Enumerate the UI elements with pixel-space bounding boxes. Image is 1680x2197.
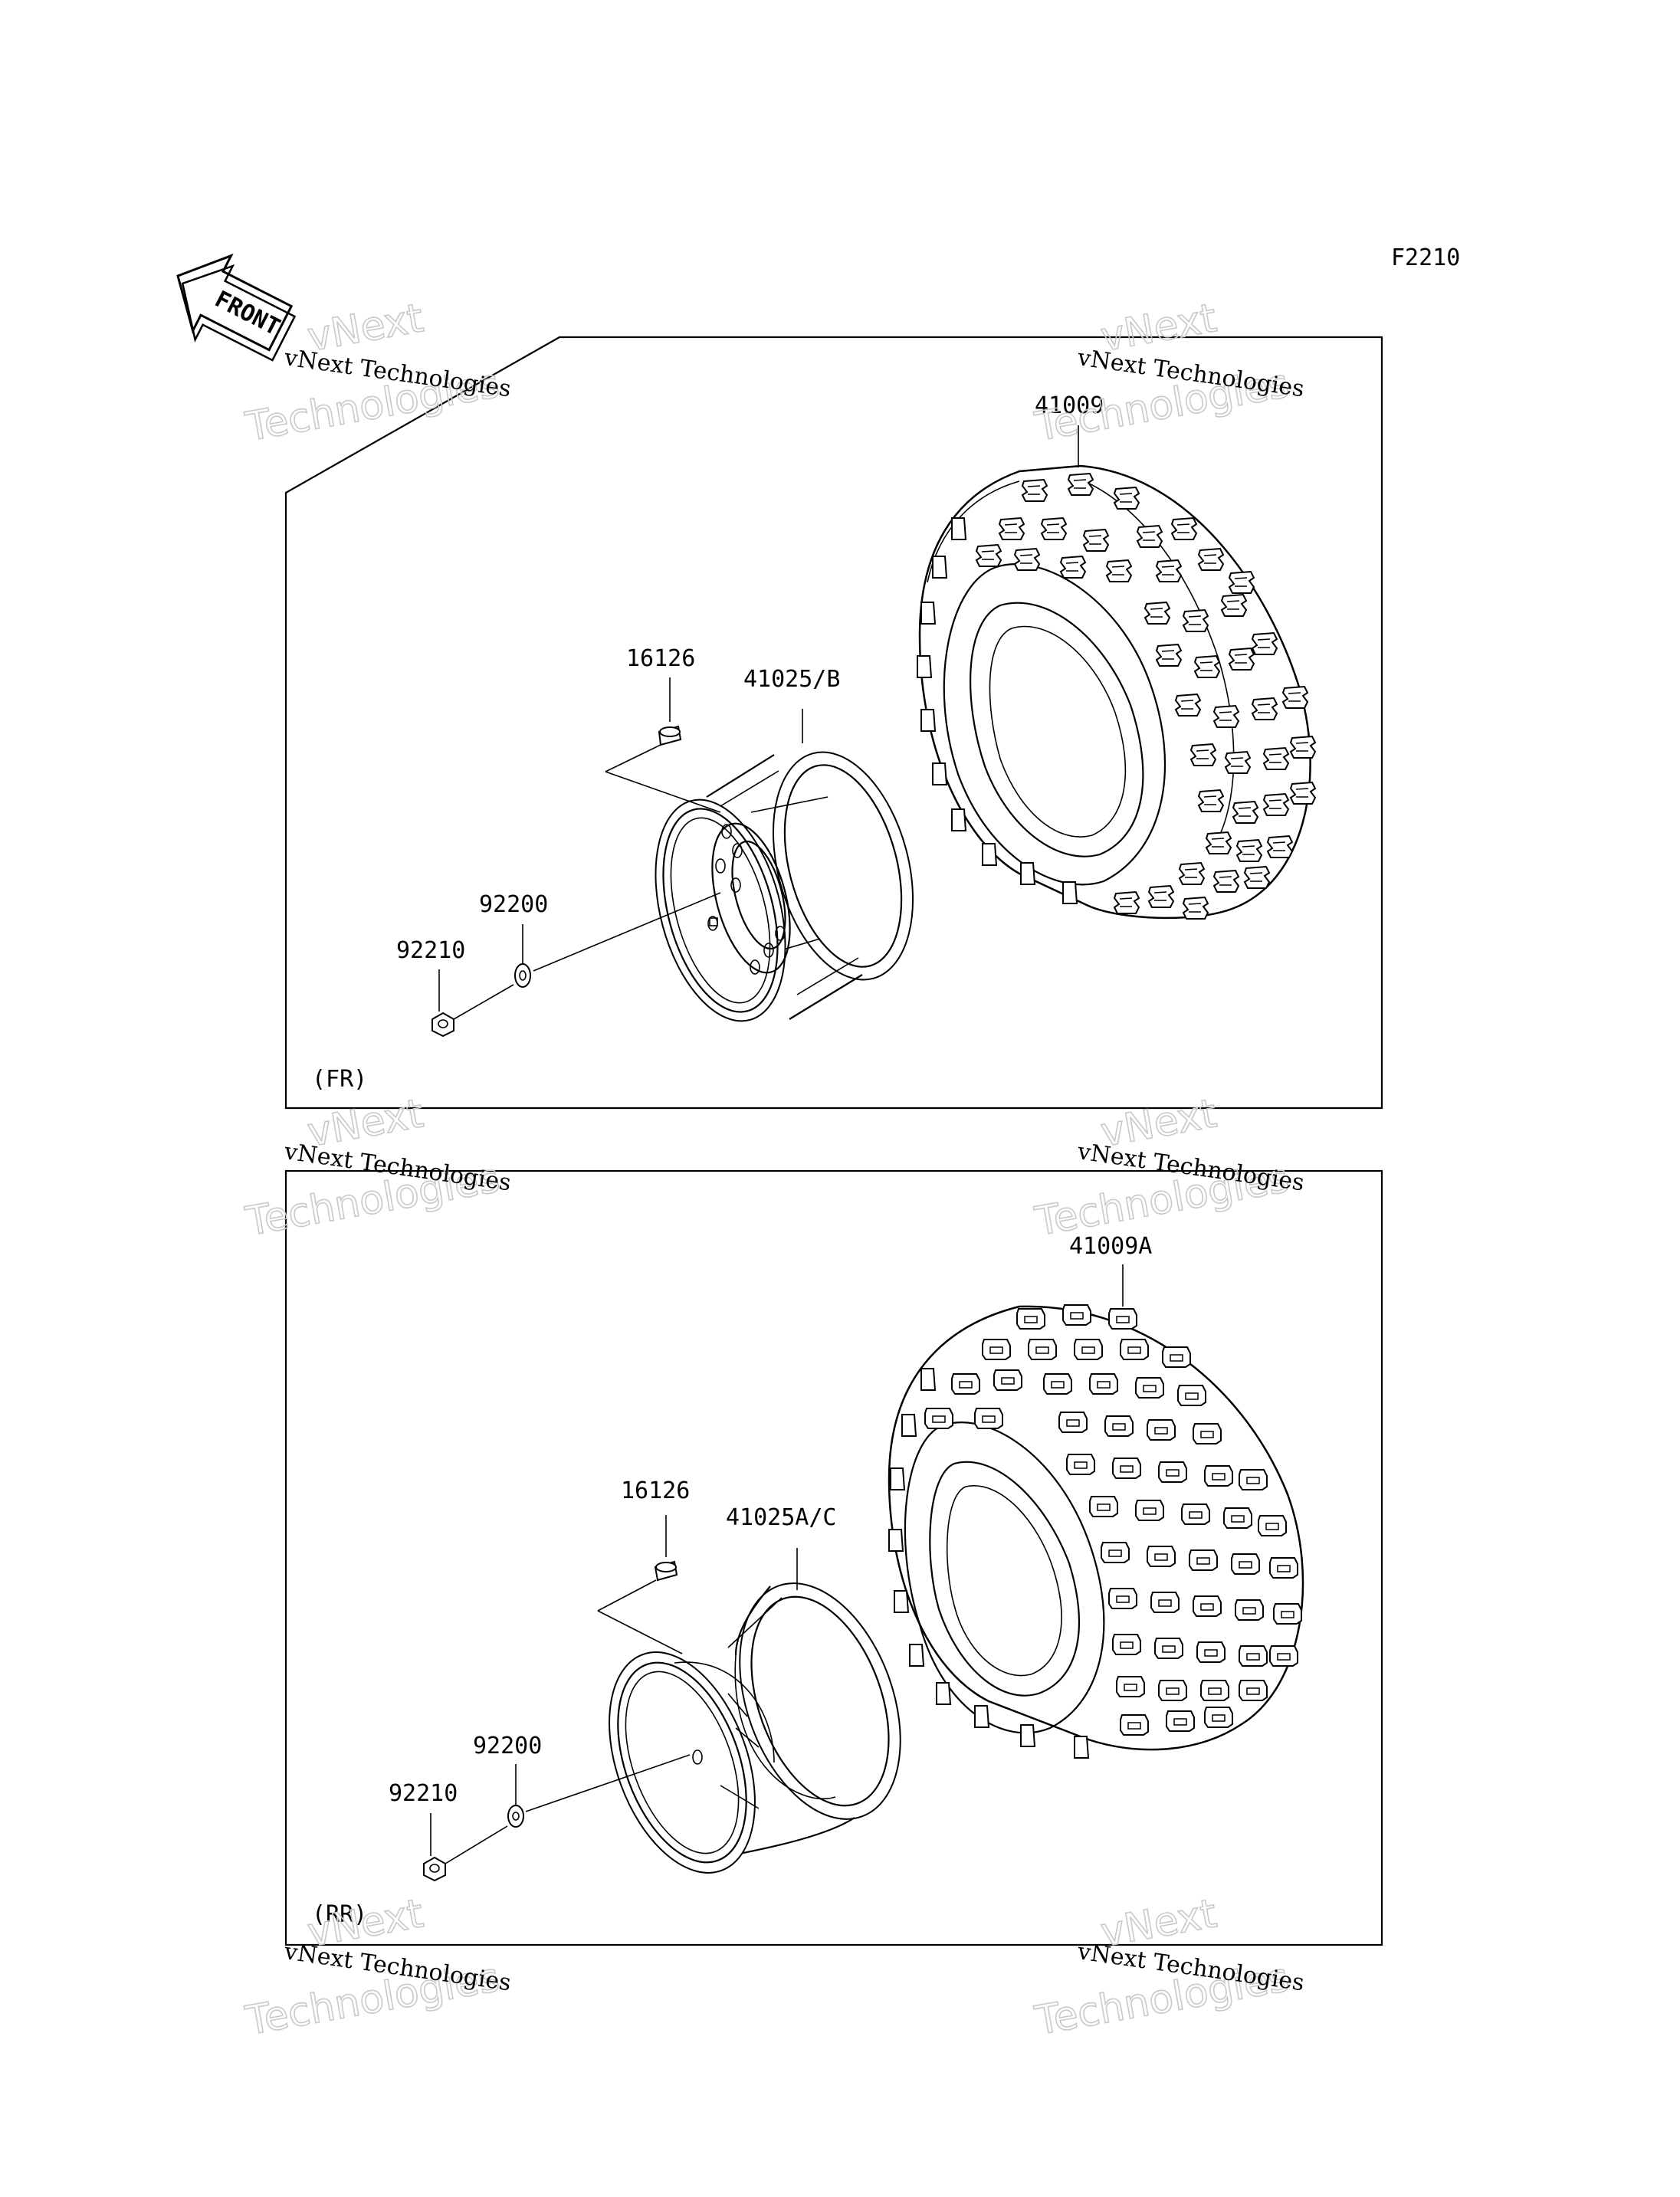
rear-nut	[423, 1813, 508, 1882]
rear-washer-label: 92200	[473, 1733, 542, 1759]
front-arrow-icon: FRONT	[176, 253, 297, 362]
rear-tire-label: 41009A	[1069, 1233, 1152, 1260]
front-panel: (FR) 41009	[284, 336, 1383, 1110]
rear-panel-frame	[284, 1169, 1383, 1946]
watermark-top-right: vNext Technologies vNext Technologies	[1031, 295, 1306, 451]
rear-nut-label: 92210	[389, 1780, 458, 1807]
front-section-label: (FR)	[312, 1066, 367, 1093]
watermark-bottom-left: vNext Technologies vNext Technologies	[241, 1890, 513, 2045]
rear-washer	[507, 1754, 691, 1828]
front-washer-label: 92200	[479, 891, 548, 918]
watermark-mid-right: vNext Technologies vNext Technologies	[1031, 1090, 1306, 1246]
front-panel-frame	[284, 336, 1383, 1110]
front-rim-label: 41025/B	[743, 666, 840, 693]
watermark-bottom-right: vNext Technologies vNext Technologies	[1031, 1890, 1306, 2045]
rear-tire	[888, 1264, 1304, 1759]
figure-code: F2210	[1391, 244, 1460, 271]
front-valve-label: 16126	[626, 645, 695, 672]
front-tire-label: 41009	[1035, 392, 1104, 419]
front-washer	[514, 892, 721, 988]
front-tire	[917, 425, 1316, 920]
rear-valve	[597, 1515, 683, 1654]
rear-rim-label: 41025A/C	[726, 1504, 837, 1531]
front-valve	[605, 677, 721, 813]
watermark-mid-left: vNext Technologies vNext Technologies	[241, 1090, 513, 1246]
rear-section-label: (RR)	[312, 1901, 367, 1928]
front-rim	[655, 709, 914, 1022]
rear-valve-label: 16126	[621, 1477, 690, 1504]
rear-rim	[609, 1548, 901, 1874]
rear-panel: (RR) 41009A	[284, 1169, 1383, 1946]
front-nut-label: 92210	[396, 937, 465, 964]
front-nut	[431, 969, 514, 1038]
